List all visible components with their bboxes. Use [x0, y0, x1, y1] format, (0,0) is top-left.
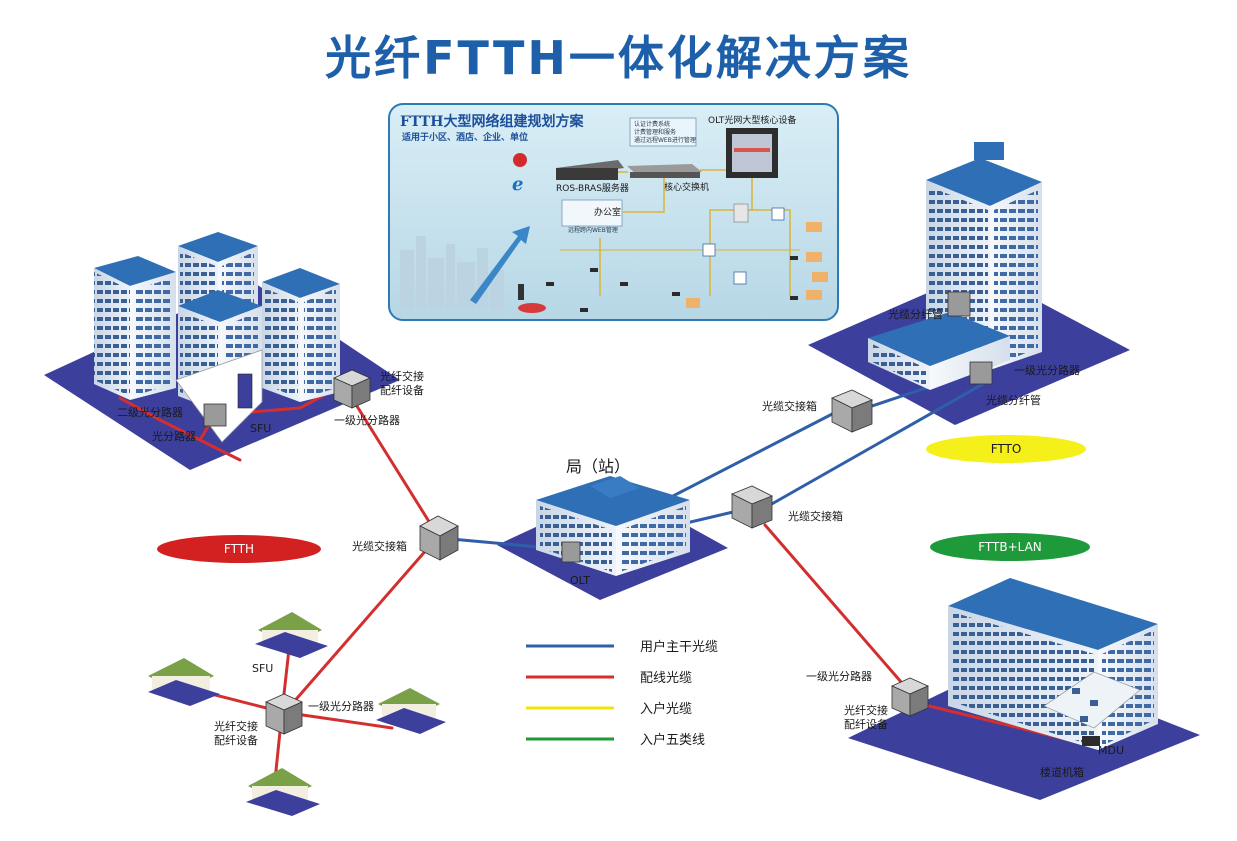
remote-label: 远程跨内WEB管理	[568, 226, 618, 234]
office-station-label: 局（站）	[566, 457, 630, 476]
fiber-cross-label-4: 配纤设备	[214, 733, 258, 747]
secondary-splitter-label: 二级光分路器	[117, 405, 183, 419]
house-4	[246, 768, 320, 816]
page-title: 光纤FTTH一体化解决方案	[325, 31, 912, 85]
distribution-cable	[118, 396, 242, 462]
splitter-box-icon	[947, 291, 971, 317]
cabinet-icon	[831, 389, 873, 433]
traffic-light-icon	[518, 284, 524, 300]
backbone-cable	[768, 378, 992, 507]
bras-label: ROS-BRAS服务器	[556, 182, 629, 194]
sfu-device-icon	[237, 373, 253, 409]
legend-label: 入户五类线	[640, 732, 705, 748]
car-icon	[518, 303, 546, 313]
inset-panel: FTTH大型网络组建规划方案 适用于小区、酒店、企业、单位 ℯ ROS-BRAS…	[388, 103, 839, 321]
carrier-logo-icon	[513, 153, 527, 167]
core-switch-label: 核心交换机	[664, 181, 709, 193]
distribution-cable	[283, 546, 430, 714]
cabinet-icon	[891, 677, 929, 717]
olt-device-icon	[561, 541, 581, 563]
fiber-cross-label-6: 配纤设备	[844, 717, 888, 731]
svg-text:FTTB+LAN: FTTB+LAN	[978, 540, 1042, 554]
growth-arrow-icon	[470, 226, 530, 304]
svg-text:FTTO: FTTO	[991, 442, 1022, 456]
house-3	[376, 688, 446, 734]
cable-cross-label-1: 光缆交接箱	[352, 539, 407, 553]
cabinet-icon	[731, 485, 773, 529]
business-building	[948, 578, 1158, 750]
inset-note-2: 计费管理和服务	[634, 128, 676, 136]
inset-subtitle: 适用于小区、酒店、企业、单位	[402, 131, 528, 143]
cabinet-icon	[265, 693, 303, 735]
distribution-cable	[763, 523, 910, 692]
cable-cross-label-3: 光缆交接箱	[788, 509, 843, 523]
svg-text:FTTH: FTTH	[224, 542, 254, 556]
primary-splitter-label-4: 一级光分路器	[806, 669, 872, 683]
house-2	[148, 658, 220, 706]
fiber-cross-label-5: 光纤交接	[844, 703, 888, 717]
labels: 光纤交接 配纤设备 一级光分路器 二级光分路器 光分路器 SFU 光缆交接箱 局…	[117, 307, 1124, 779]
legend-label: 入户光缆	[640, 701, 692, 717]
ftth-oval: FTTH	[157, 535, 321, 563]
optical-splitter-label: 光分路器	[152, 429, 196, 443]
office-label: 办公室	[594, 206, 621, 218]
primary-splitter-label-2: 一级光分路器	[1014, 363, 1080, 377]
fiber-cross-label-2: 配纤设备	[380, 383, 424, 397]
primary-splitter-label-3: 一级光分路器	[308, 699, 374, 713]
core-switch-icon	[627, 164, 702, 178]
olt-label: OLT	[570, 574, 590, 587]
inset-note-3: 通过远程WEB进行管理	[634, 136, 696, 144]
bras-server-icon	[556, 160, 624, 180]
inset-note-1: 认证计费系统	[634, 120, 670, 128]
ftto-oval: FTTO	[926, 435, 1086, 463]
sfu-label-1: SFU	[250, 422, 271, 435]
olt-cabinet-icon	[726, 128, 778, 178]
legend-label: 用户主干光缆	[640, 639, 718, 655]
inset-title: FTTH大型网络组建规划方案	[400, 113, 585, 130]
residential-towers	[94, 232, 340, 443]
house-1	[255, 612, 328, 658]
corridor-box-label: 楼道机箱	[1040, 765, 1084, 779]
cabinet-icon	[333, 369, 371, 409]
carrier-logo-2-icon: ℯ	[512, 174, 523, 195]
olt-core-label: OLT光网大型核心设备	[708, 114, 796, 126]
splitter-tube-label-2: 光缆分纤管	[986, 393, 1041, 407]
splitter-tube-label-1: 光缆分纤管	[888, 307, 943, 321]
office-tower	[868, 142, 1042, 390]
mdu-device-icon	[1082, 736, 1100, 746]
houses	[148, 612, 446, 816]
splitter-box-icon	[969, 361, 993, 385]
cable-cross-label-2: 光缆交接箱	[762, 399, 817, 413]
distribution-cable	[348, 393, 440, 538]
fttb-oval: FTTB+LAN	[930, 533, 1090, 561]
primary-splitter-label-1: 一级光分路器	[334, 413, 400, 427]
fiber-cross-label-3: 光纤交接	[214, 719, 258, 733]
sfu-label-2: SFU	[252, 662, 273, 675]
legend-label: 配线光缆	[640, 670, 692, 686]
fiber-cross-label-1: 光纤交接	[380, 369, 424, 383]
splitter-box-icon	[203, 403, 227, 427]
mdu-label: MDU	[1098, 744, 1124, 757]
central-office-building	[536, 476, 690, 576]
cabinet-icon	[419, 515, 459, 561]
